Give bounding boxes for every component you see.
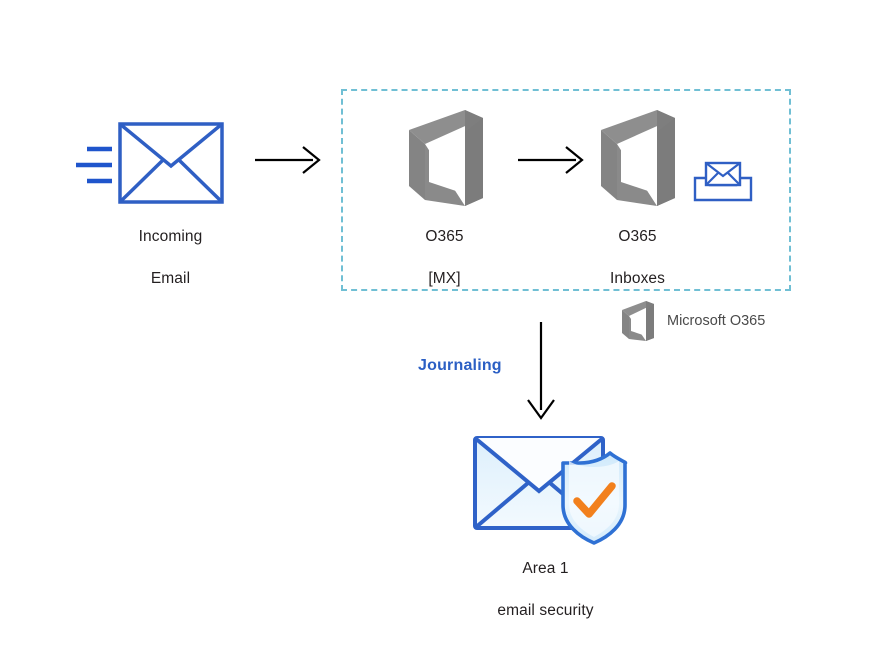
envelope-icon [118, 122, 224, 204]
arrow-incoming-to-o365 [255, 143, 325, 177]
o365-boundary-box [341, 89, 791, 291]
o365-inboxes-label-line2: Inboxes [610, 270, 665, 287]
journaling-label: Journaling [418, 357, 502, 374]
o365-inboxes-label-line1: O365 [618, 228, 657, 245]
area1-label-line2: email security [497, 602, 594, 619]
o365-mx-label: O365 [MX] [382, 226, 507, 310]
legend-label-microsoft-o365: Microsoft O365 [667, 313, 766, 329]
area1-label-line1: Area 1 [522, 560, 569, 577]
secure-email-shield-icon [472, 433, 630, 545]
o365-mx-label-line2: [MX] [428, 270, 461, 287]
o365-inboxes-label: O365 Inboxes [575, 226, 700, 310]
incoming-email-label-line1: Incoming [138, 228, 203, 245]
inbox-tray-icon [692, 160, 754, 204]
office-365-icon-mx [405, 108, 491, 208]
incoming-email-label: Incoming Email [88, 226, 253, 310]
legend-office-365-icon [620, 300, 658, 342]
area1-label: Area 1 email security [463, 558, 628, 642]
motion-lines-icon [74, 140, 122, 192]
arrow-journaling-down [523, 322, 561, 422]
office-365-icon-inboxes [597, 108, 683, 208]
incoming-email-label-line2: Email [150, 270, 191, 287]
arrow-mx-to-inboxes [518, 143, 590, 177]
o365-mx-label-line1: O365 [425, 228, 464, 245]
